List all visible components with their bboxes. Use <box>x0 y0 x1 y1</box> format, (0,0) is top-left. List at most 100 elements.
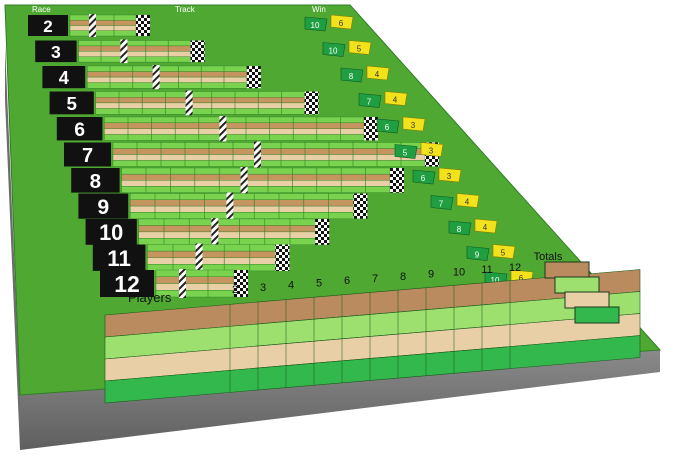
race-flag-label: 10 <box>329 47 338 56</box>
race-flag-label: 7 <box>439 200 444 209</box>
finish-flag[interactable] <box>353 193 368 219</box>
win-flag <box>366 65 390 81</box>
track-stripe <box>69 14 137 21</box>
race-flag <box>412 169 436 185</box>
track-stripe <box>78 45 191 52</box>
track-stripe <box>78 56 191 63</box>
race-flag-label: 8 <box>457 225 462 234</box>
track-stripe <box>129 212 354 219</box>
race-flag-label: 8 <box>349 72 354 81</box>
win-flag <box>402 116 426 132</box>
win-flag <box>438 167 462 183</box>
race-flag-label: 5 <box>403 149 408 158</box>
score-column-header: 8 <box>400 271 406 283</box>
win-flag-label: 3 <box>411 121 416 130</box>
totals-box[interactable] <box>564 291 610 309</box>
row-number-tile <box>64 142 111 167</box>
track-stripe <box>86 82 248 89</box>
win-flag <box>420 142 444 157</box>
finish-flag[interactable] <box>275 244 290 271</box>
track-stripe <box>95 102 305 109</box>
finish-flag[interactable] <box>390 168 404 193</box>
track-marker <box>89 14 96 37</box>
track-stripe <box>104 122 365 129</box>
finish-flag[interactable] <box>315 219 330 245</box>
track-stripe <box>138 225 316 233</box>
race-flag <box>448 220 472 236</box>
win-flag <box>492 244 516 259</box>
track-stripe <box>112 142 426 149</box>
win-flag <box>384 91 408 106</box>
race-flag <box>466 246 490 261</box>
score-column-header: 12 <box>509 262 521 274</box>
row-number: 8 <box>90 170 101 193</box>
score-column-header: 11 <box>481 264 492 276</box>
race-flag-label: 9 <box>475 251 480 260</box>
row-number: 10 <box>99 220 123 245</box>
win-flag-label: 3 <box>429 147 434 156</box>
row-number: 6 <box>74 119 85 141</box>
track-stripe <box>147 250 276 258</box>
row-number: 2 <box>43 17 52 36</box>
track-marker <box>195 243 203 272</box>
track-stripe <box>129 199 354 207</box>
win-flag-label: 4 <box>375 70 380 79</box>
track-stripe <box>121 167 391 175</box>
track-stripe <box>112 148 426 155</box>
totals-box[interactable] <box>554 276 600 294</box>
finish-flag[interactable] <box>304 91 319 115</box>
win-flag-label: 5 <box>501 249 506 258</box>
track-stripe <box>104 128 365 135</box>
race-flag <box>394 144 418 159</box>
win-flag-label: 3 <box>447 172 452 181</box>
header-win: Win <box>312 5 326 14</box>
track-stripe <box>121 186 391 193</box>
win-flag <box>474 218 498 234</box>
finish-flag[interactable] <box>246 66 261 89</box>
score-column-header: 10 <box>453 266 465 278</box>
score-column-header: 5 <box>316 277 322 289</box>
totals-box[interactable] <box>574 306 620 324</box>
track-stripe <box>69 25 137 31</box>
win-flag <box>330 14 354 30</box>
track-stripe <box>86 76 248 83</box>
row-number: 3 <box>51 42 61 62</box>
row-number-tile <box>28 15 68 36</box>
row-number-tile <box>71 168 120 193</box>
row-number-tile <box>56 117 103 141</box>
track-stripe <box>112 154 426 161</box>
score-column-header: 3 <box>260 282 266 294</box>
finish-flag[interactable] <box>364 117 378 141</box>
win-flag-label: 6 <box>519 274 524 283</box>
win-flag-label: 4 <box>465 198 470 207</box>
track-stripe <box>95 108 305 115</box>
race-flag <box>322 42 346 57</box>
race-flag-label: 7 <box>367 98 372 107</box>
row-number-tile <box>42 66 86 89</box>
board-side-bottom <box>20 350 660 450</box>
track-stripe <box>155 269 235 277</box>
score-column-header: 7 <box>372 273 378 285</box>
finish-flag[interactable] <box>234 270 248 297</box>
finish-flag[interactable] <box>136 15 150 36</box>
race-flag-label: 10 <box>311 21 320 30</box>
track-stripe <box>129 205 354 213</box>
finish-flag[interactable] <box>190 40 205 63</box>
track-marker <box>120 39 128 64</box>
track-stripe <box>147 244 276 252</box>
score-column-header: 4 <box>288 280 294 292</box>
track-stripe <box>112 160 426 167</box>
row-number: 12 <box>114 271 140 297</box>
track-stripe <box>138 218 316 226</box>
row-number-tile <box>85 219 137 245</box>
track-stripe <box>138 238 316 246</box>
win-flag-label: 4 <box>393 96 398 105</box>
race-flag-label: 6 <box>421 174 426 183</box>
score-row <box>104 335 641 404</box>
race-flag <box>358 93 382 108</box>
totals-box[interactable] <box>544 261 590 279</box>
track-stripe <box>95 96 305 104</box>
track-stripe <box>147 257 276 265</box>
